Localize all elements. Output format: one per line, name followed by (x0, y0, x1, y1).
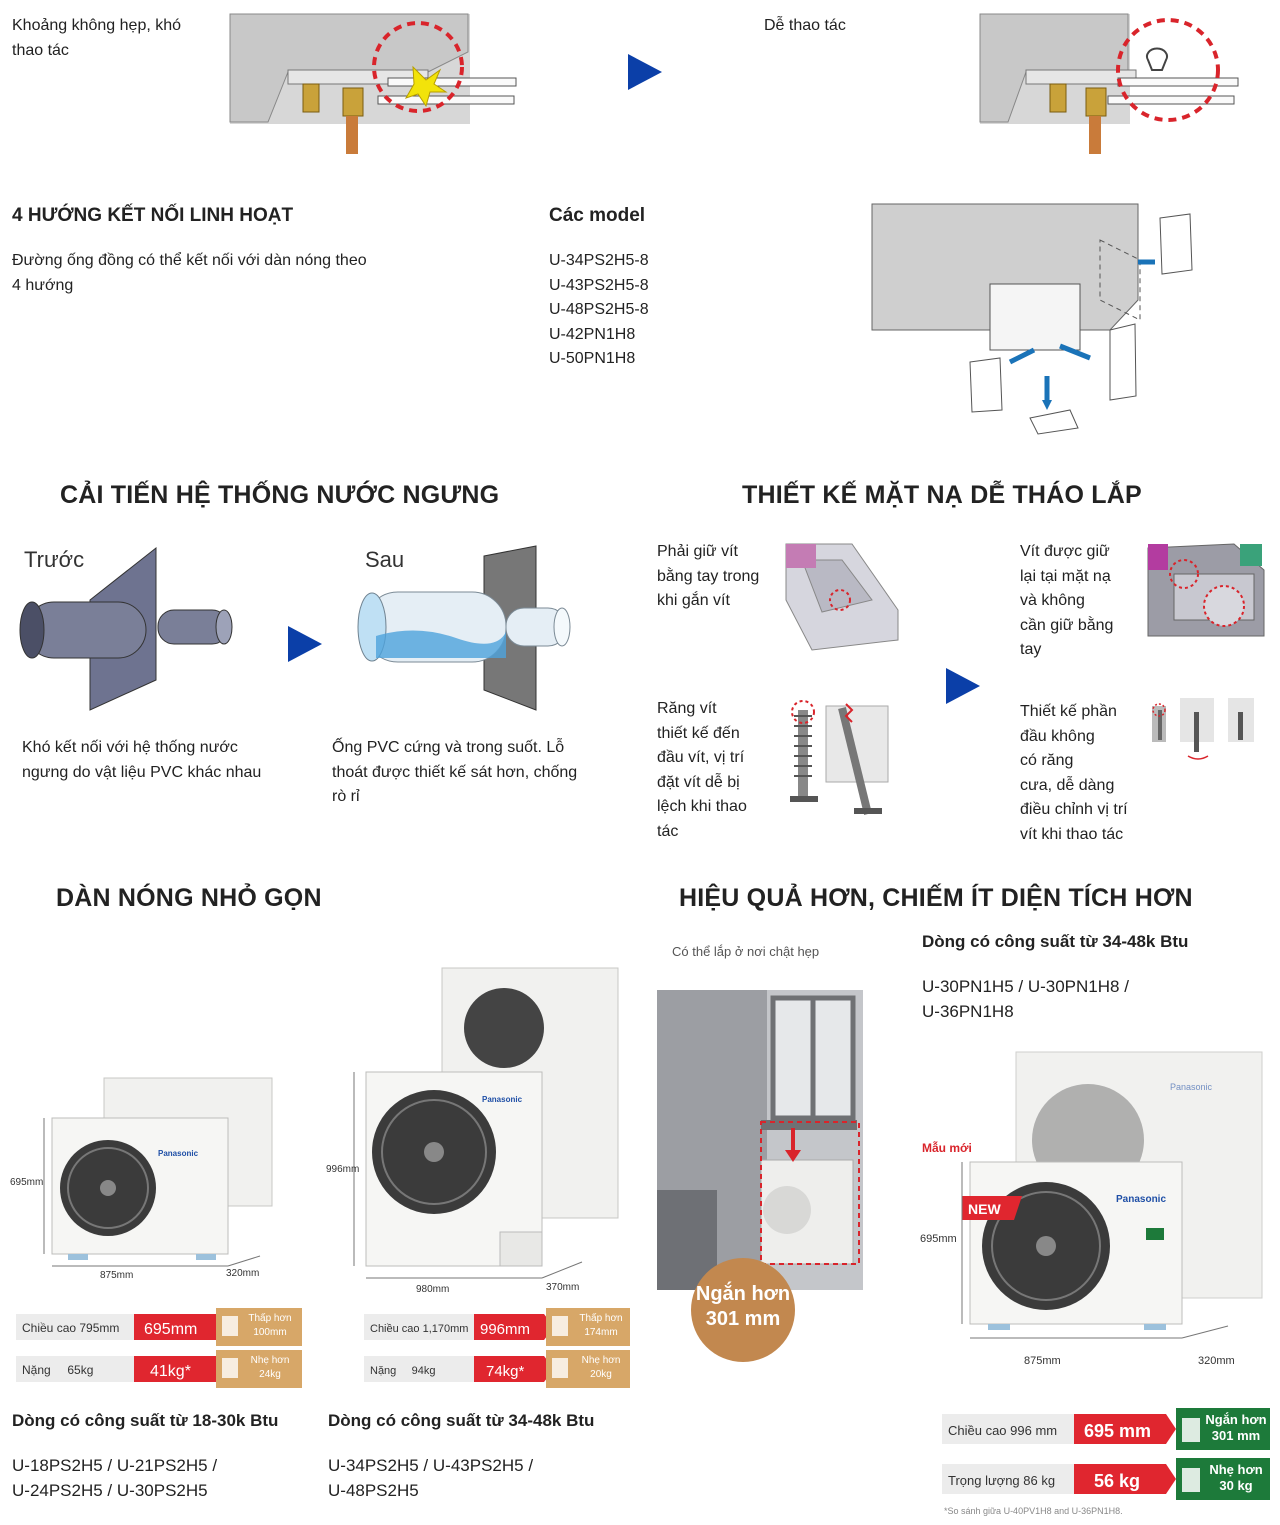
unit-a-height-old: Chiều cao 795mm (22, 1321, 119, 1335)
new-unit-brand: Panasonic (1116, 1194, 1166, 1205)
after-label: Sau (365, 547, 405, 572)
unit-b-weight-old: Nặng 94kg (370, 1365, 435, 1377)
unit-b-spec-table: Chiều cao 1,170mm 996mm Nặng 94kg 74kg* (364, 1308, 630, 1388)
unit-b-series-title: Dòng có công suất từ 34-48k Btu (328, 1411, 595, 1430)
four-way-pipe-illustration (871, 203, 1193, 435)
unit-b-models: U-34PS2H5 / U-43PS2H5 / U-48PS2H5 (328, 1456, 534, 1500)
efficiency-heading: HIỆU QUẢ HƠN, CHIẾM ÍT DIỆN TÍCH HƠN (679, 884, 1193, 912)
before-label: Trước (24, 547, 85, 572)
old-screw-thread-illustration (790, 700, 889, 815)
panel-note-screw-retained: Vít được giữ lại tại mặt nạ và không cần… (1020, 543, 1114, 658)
panel-old-screw-illustration (785, 543, 899, 651)
unit-a-depth-dim: 320mm (226, 1268, 259, 1279)
unit-b-height-badge: Thấp hơn 174mm (579, 1313, 623, 1338)
unit-a-illustration: Panasonic 695mm 875mm 320mm (10, 1077, 273, 1281)
unit-a-spec-table: Chiều cao 795mm 695mm Nặng 65kg 41kg* (16, 1308, 302, 1388)
unit-b-weight-new: 74kg* (486, 1363, 525, 1380)
new-unit-height-badge: Ngắn hơn 301 mm (1205, 1412, 1267, 1443)
unit-a-models: U-18PS2H5 / U-21PS2H5 / U-24PS2H5 / U-30… (12, 1456, 218, 1500)
new-series-models: U-30PN1H5 / U-30PN1H8 / U-36PN1H8 (922, 977, 1129, 1021)
shorter-badge: Ngắn hơn 301 mm (695, 1283, 791, 1330)
new-unit-illustration: Panasonic Panasonic Mẫu mới NEW 695mm 87… (920, 1051, 1263, 1367)
panel-note-thread: Răng vít thiết kế đến đầu vít, vị trí đặ… (657, 700, 747, 840)
new-model-label: Mẫu mới (922, 1140, 972, 1155)
unit-a-height-new: 695mm (144, 1321, 197, 1338)
arrow-right-icon (628, 54, 662, 90)
unit-b-weight-badge: Nhẹ hơn 20kg (581, 1355, 621, 1380)
models-heading: Các model (549, 205, 646, 226)
panel-heading: THIẾT KẾ MẶT NẠ DỄ THÁO LẮP (742, 481, 1142, 509)
old-drain-pipe-illustration (19, 546, 233, 711)
arrow-right-icon (946, 668, 980, 704)
unit-b-width-dim: 980mm (416, 1284, 449, 1295)
unit-a-weight-new: 41kg* (150, 1363, 191, 1380)
four-way-heading: 4 HƯỚNG KẾT NỐI LINH HOẠT (12, 205, 294, 226)
new-unit-weight-badge: Nhẹ hơn 30 kg (1209, 1462, 1263, 1493)
new-unit-width-dim: 875mm (1024, 1355, 1061, 1367)
new-unit-height-old: Chiều cao 996 mm (948, 1423, 1057, 1438)
narrow-room-illustration (657, 990, 863, 1362)
easy-operation-illustration (979, 13, 1239, 154)
unit-a-brand: Panasonic (158, 1149, 199, 1158)
new-unit-depth-dim: 320mm (1198, 1355, 1235, 1367)
arrow-right-icon (288, 626, 322, 662)
panel-new-screw-illustration (1147, 543, 1265, 637)
new-screw-adjust-illustration (1152, 698, 1254, 760)
easy-operation-caption: Dễ thao tác (764, 17, 846, 34)
panel-note-smooth-head: Thiết kế phần đầu không có răng cưa, dễ … (1020, 703, 1128, 843)
narrow-space-caption: Khoảng không hẹp, khó thao tác (12, 17, 182, 59)
new-series-title: Dòng có công suất từ 34-48k Btu (922, 932, 1189, 951)
new-drain-pipe-illustration (357, 545, 571, 711)
new-unit-weight-old: Trọng lượng 86 kg (948, 1473, 1055, 1488)
unit-a-weight-old: Nặng 65kg (22, 1363, 93, 1377)
compact-unit-heading: DÀN NÓNG NHỎ GỌN (56, 884, 322, 912)
unit-a-weight-badge: Nhẹ hơn 24kg (250, 1355, 290, 1380)
new-unit-height-new: 695 mm (1084, 1421, 1151, 1441)
panel-note-hold-screw: Phải giữ vít bằng tay trong khi gắn vít (657, 543, 760, 609)
unit-b-brand: Panasonic (482, 1095, 523, 1104)
unit-b-height-new: 996mm (480, 1321, 530, 1338)
room-caption: Có thể lắp ở nơi chật hẹp (672, 944, 820, 959)
four-way-description: Đường ống đồng có thể kết nối với dàn nó… (12, 252, 367, 294)
comparison-footnote: *So sánh giữa U-40PV1H8 and U-36PN1H8. (944, 1506, 1123, 1516)
unit-a-height-badge: Thấp hơn 100mm (248, 1313, 292, 1338)
new-unit-brand-back: Panasonic (1170, 1082, 1213, 1092)
narrow-space-illustration (229, 13, 517, 154)
before-caption: Khó kết nối với hệ thống nước ngưng do v… (22, 739, 262, 781)
new-unit-spec-table: Chiều cao 996 mm 695 mm Trọng lượng 86 k… (942, 1408, 1270, 1500)
unit-a-width-dim: 875mm (100, 1270, 133, 1281)
unit-b-depth-dim: 370mm (546, 1282, 579, 1293)
unit-a-series-title: Dòng có công suất từ 18-30k Btu (12, 1411, 279, 1430)
new-tag: NEW (968, 1201, 1001, 1217)
unit-b-illustration: Panasonic 996mm 980mm 370mm (326, 967, 619, 1295)
after-caption: Ống PVC cứng và trong suốt. Lỗ thoát đượ… (332, 739, 578, 805)
unit-a-height-dim: 695mm (10, 1177, 43, 1188)
new-unit-weight-new: 56 kg (1094, 1471, 1140, 1491)
drain-heading: CẢI TIẾN HỆ THỐNG NƯỚC NGƯNG (60, 481, 500, 509)
unit-b-height-dim: 996mm (326, 1164, 359, 1175)
unit-b-height-old: Chiều cao 1,170mm (370, 1323, 468, 1335)
models-list: U-34PS2H5-8 U-43PS2H5-8 U-48PS2H5-8 U-42… (549, 252, 649, 367)
new-unit-height-dim: 695mm (920, 1233, 957, 1245)
